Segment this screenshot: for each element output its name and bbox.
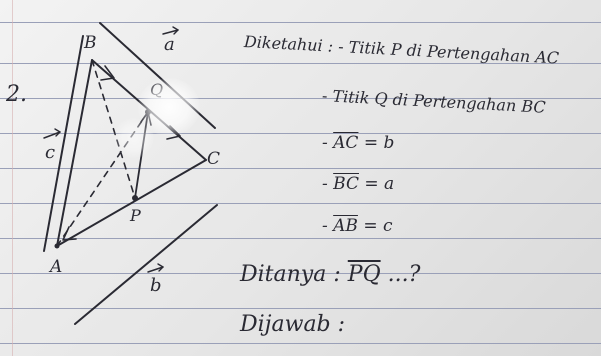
margin-line <box>12 0 13 356</box>
question-prefix: Ditanya : <box>240 262 341 287</box>
label-point-p: P <box>129 206 141 225</box>
light-glare <box>114 118 154 158</box>
given-vector-bc: - BC = a <box>322 174 394 194</box>
question-asked: Ditanya : PQ ...? <box>240 262 420 287</box>
question-vector-pq: PQ <box>347 262 381 287</box>
parallel-vector-b-line <box>74 204 218 325</box>
ab-name: AB <box>333 216 358 236</box>
ac-equation: = b <box>363 133 395 153</box>
label-point-a: A <box>48 257 62 277</box>
label-vec-c: c <box>45 142 55 163</box>
ab-equation: = c <box>363 216 393 236</box>
bc-equation: = a <box>364 174 395 194</box>
bc-dash: - <box>322 174 328 194</box>
label-point-c: C <box>207 149 220 169</box>
parallel-vector-c-line <box>43 35 84 252</box>
label-point-b: B <box>83 33 97 53</box>
answer-heading: Dijawab : <box>240 312 346 337</box>
bc-name: BC <box>333 174 359 194</box>
problem-number: 2. <box>6 82 27 107</box>
label-vec-b: b <box>150 275 162 296</box>
vector-labels: c a b <box>43 26 179 296</box>
given-vector-ac: - AC = b <box>322 133 394 153</box>
label-vec-a: a <box>164 34 175 55</box>
ac-dash: - <box>322 133 328 153</box>
ab-dash: - <box>322 216 328 236</box>
question-suffix: ...? <box>387 262 421 287</box>
given-vector-ab: - AB = c <box>322 216 393 236</box>
ac-name: AC <box>333 133 359 153</box>
